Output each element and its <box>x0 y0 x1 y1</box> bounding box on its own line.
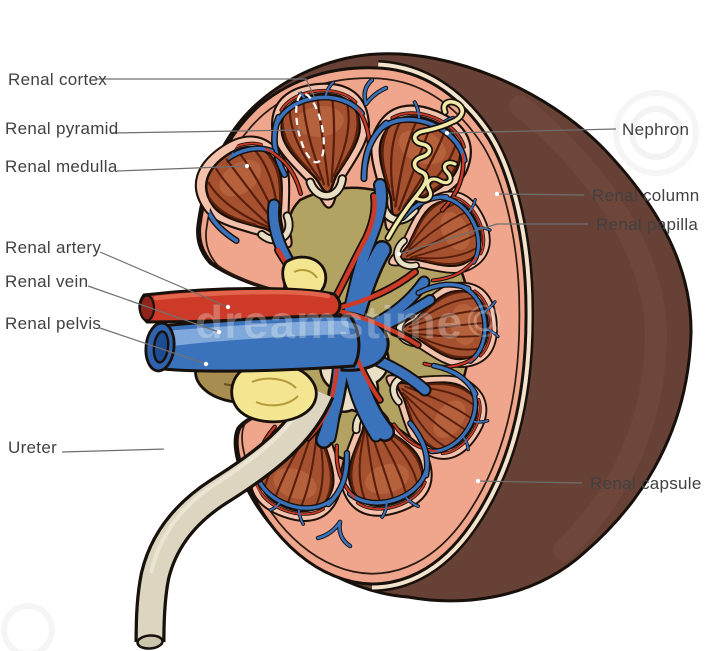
leader-nephron <box>446 128 617 134</box>
leader-renal-cortex <box>97 78 316 99</box>
watermark: dreamstime <box>1 90 699 651</box>
capsule-highlight <box>509 95 668 561</box>
leader-ureter <box>61 448 167 453</box>
leader-lines <box>61 78 617 484</box>
leader-renal-capsule <box>477 480 583 484</box>
leader-renal-pyramid <box>111 129 303 134</box>
labels: Renal cortex Renal pyramid Renal medulla… <box>5 70 702 493</box>
ureter <box>134 385 335 650</box>
label-nephron: Nephron <box>622 120 689 139</box>
leader-dots <box>163 130 500 484</box>
label-ureter: Ureter <box>8 438 57 457</box>
label-renal-column: Renal column <box>592 186 700 205</box>
label-renal-medulla: Renal medulla <box>5 157 118 176</box>
svg-text:dreamstime: dreamstime <box>195 296 463 348</box>
leader-renal-artery <box>99 251 229 308</box>
label-renal-artery: Renal artery <box>5 238 101 257</box>
renal-artery <box>138 287 342 324</box>
leader-renal-pelvis <box>99 327 207 365</box>
label-renal-cortex: Renal cortex <box>8 70 107 89</box>
nephron-squiggle <box>384 98 466 242</box>
leader-renal-vein <box>87 285 220 333</box>
leader-renal-medulla <box>116 165 248 172</box>
leader-renal-column <box>496 193 585 196</box>
label-renal-pelvis: Renal pelvis <box>5 314 101 333</box>
label-renal-vein: Renal vein <box>5 272 88 291</box>
label-renal-pyramid: Renal pyramid <box>5 119 119 138</box>
leader-renal-papilla <box>398 223 588 255</box>
label-renal-capsule: Renal capsule <box>590 474 702 493</box>
label-renal-papilla: Renal papilla <box>596 215 698 234</box>
renal-vein <box>144 314 361 373</box>
